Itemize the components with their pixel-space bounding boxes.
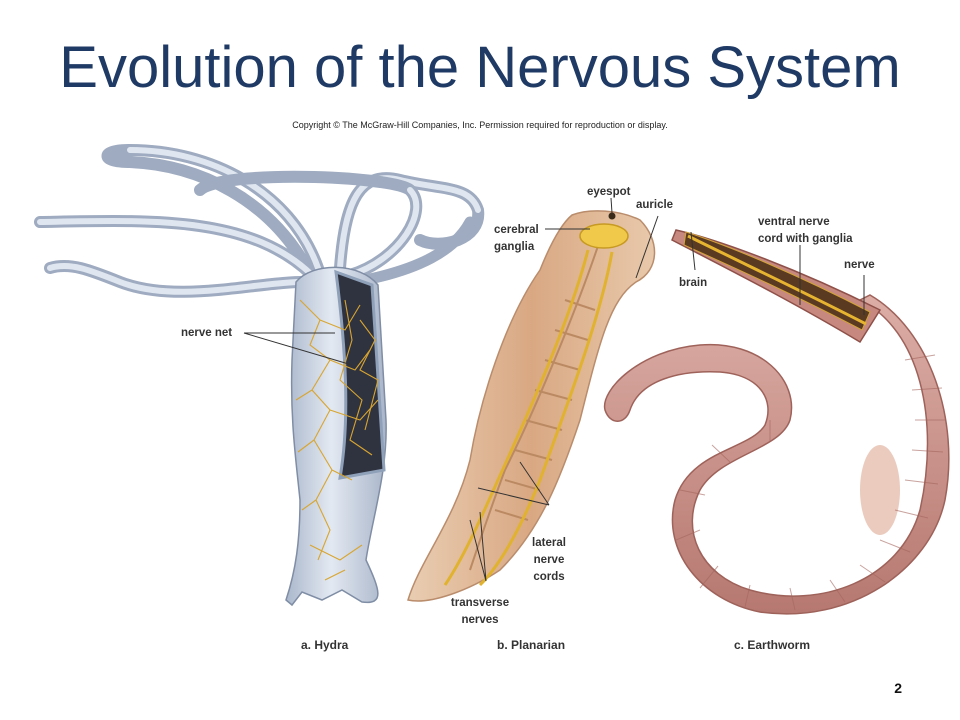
label-cerebral-ganglia: cerebral ganglia	[494, 224, 539, 253]
planarian-nerve-cords	[443, 249, 614, 587]
label-nerve-net: nerve net	[181, 327, 233, 339]
earthworm-clitellum	[860, 445, 900, 535]
label-auricle: auricle	[636, 199, 674, 211]
hydra-illustration	[34, 143, 485, 607]
earthworm-ventral-nerve-cord	[687, 234, 867, 326]
leader-brain	[690, 231, 696, 271]
label-brain: brain	[679, 277, 708, 289]
earthworm-segments	[675, 354, 945, 611]
hydra-tentacles	[34, 143, 485, 298]
leader-eyespot	[610, 197, 613, 214]
hydra-cutaway	[334, 269, 386, 480]
leader-lateral-nerve-cords	[477, 461, 550, 506]
leader-lines	[243, 197, 865, 582]
page-number: 2	[894, 680, 902, 696]
leader-transverse-nerves	[469, 511, 487, 582]
copyright-notice: Copyright © The McGraw-Hill Companies, I…	[292, 120, 668, 130]
label-nerve: nerve	[844, 259, 875, 271]
planarian-eyespot	[608, 212, 616, 220]
leader-nerve-net	[243, 332, 353, 366]
planarian-cerebral-ganglia	[579, 223, 629, 249]
label-ventral-nerve-cord: ventral nerve cord with ganglia	[758, 216, 853, 245]
label-transverse-nerves: transverse nerves	[450, 597, 510, 626]
caption-planarian: b. Planarian	[497, 638, 566, 652]
hydra-nerve-net	[295, 299, 379, 581]
label-eyespot: eyespot	[587, 186, 631, 198]
earthworm-body	[603, 294, 950, 615]
caption-hydra: a. Hydra	[301, 638, 349, 652]
slide-title: Evolution of the Nervous System	[59, 35, 901, 100]
earthworm-illustration	[603, 229, 950, 615]
label-lateral-nerve-cords: lateral nerve cords	[532, 537, 566, 583]
caption-earthworm: c. Earthworm	[734, 638, 811, 652]
planarian-illustration	[407, 210, 656, 602]
leader-auricle	[635, 215, 659, 279]
